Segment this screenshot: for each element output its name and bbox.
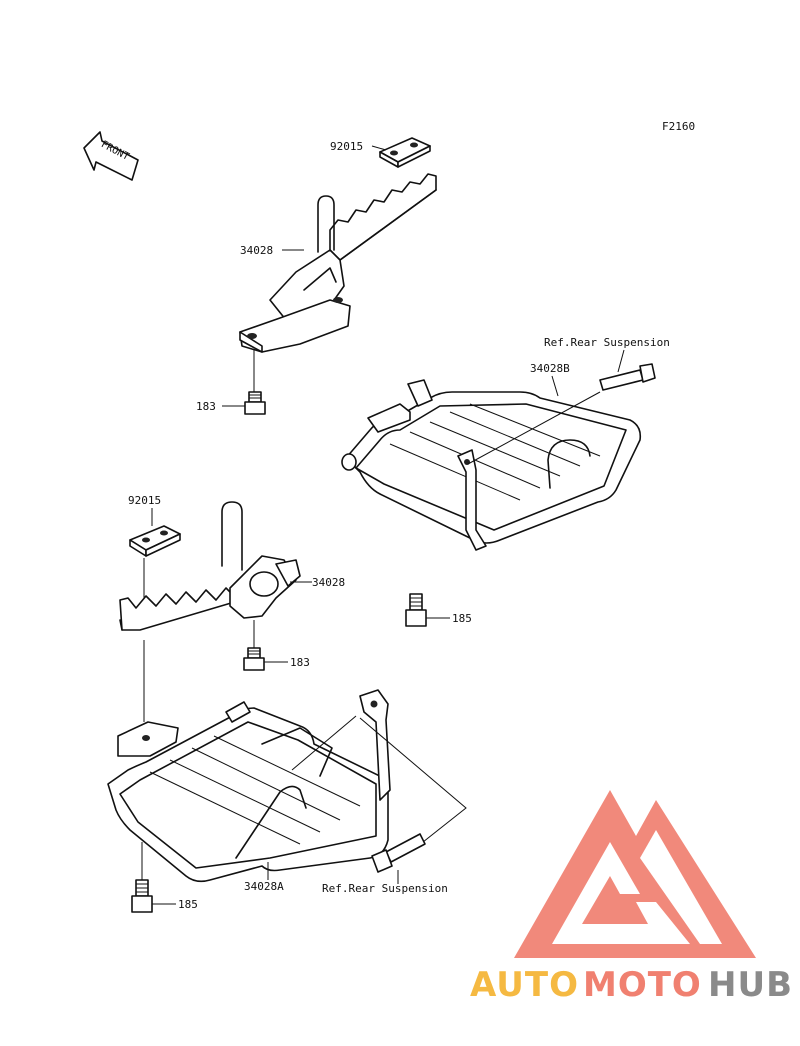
label-guard-top: 34028B	[530, 362, 570, 375]
watermark-auto: AUTO	[470, 965, 579, 1005]
guard-bottom-drawing	[107, 689, 391, 883]
bolt-185-lower-drawing	[131, 879, 153, 913]
watermark-hub: HUB	[708, 965, 793, 1005]
label-guard-top-ref: Ref.Rear Suspension	[544, 336, 670, 349]
label-pad-bottom: 92015	[128, 494, 161, 507]
bolt-183-top-drawing	[244, 391, 266, 415]
label-bolt-183-top: 183	[196, 400, 216, 413]
label-guard-bottom: 34028A	[244, 880, 284, 893]
label-pad-top: 92015	[330, 140, 363, 153]
bolt-183-bottom-drawing	[243, 647, 265, 671]
figure-code: F2160	[662, 120, 695, 133]
rear-bolt-bottom-drawing	[371, 833, 426, 873]
bolt-185-mid-drawing	[405, 593, 427, 627]
footpeg-top-drawing	[239, 173, 437, 353]
label-guard-bottom-ref: Ref.Rear Suspension	[322, 882, 448, 895]
watermark-text: AUTO MOTO HUB	[470, 965, 793, 1005]
label-bolt-185-mid: 185	[452, 612, 472, 625]
watermark-moto: MOTO	[583, 965, 702, 1005]
front-arrow-icon: FRONT	[83, 131, 139, 181]
label-footpeg-top: 34028	[240, 244, 273, 257]
guard-top-drawing	[341, 379, 642, 551]
pad-bottom-drawing	[129, 525, 181, 557]
watermark-logo	[514, 790, 756, 958]
rear-bolt-top-drawing	[599, 363, 656, 391]
label-bolt-185-lower: 185	[178, 898, 198, 911]
pad-top-drawing	[379, 137, 431, 168]
footpeg-bottom-drawing	[119, 501, 301, 631]
label-footpeg-bottom: 34028	[312, 576, 345, 589]
label-bolt-183-bottom: 183	[290, 656, 310, 669]
